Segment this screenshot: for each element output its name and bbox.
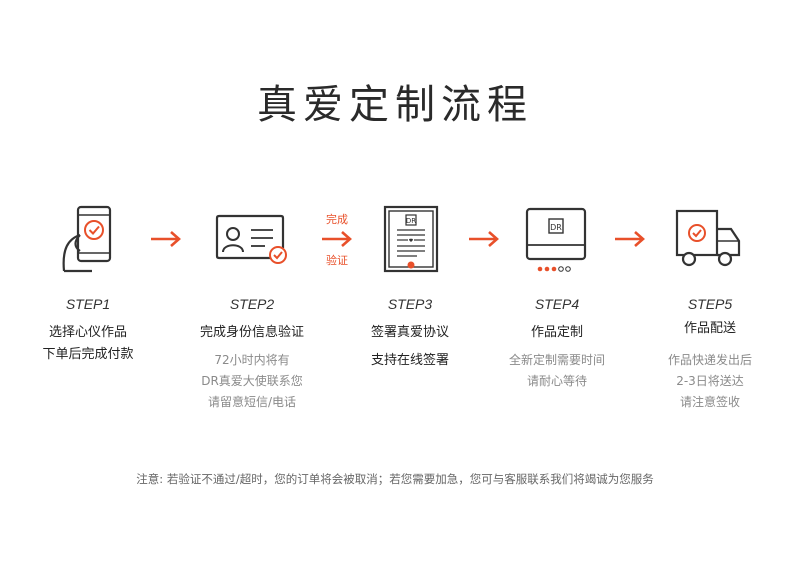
page-title: 真爱定制流程: [257, 82, 533, 128]
footer-note: 注意: 若验证不通过/超时，您的订单将会被取消；若您需要加急，您可与客服联系我们…: [136, 472, 654, 486]
step2-note-line1: 72小时内将有: [214, 353, 290, 367]
step1-description: 选择心仪作品 下单后完成付款: [0, 322, 178, 366]
step5-note-line3: 请注意签收: [679, 395, 740, 409]
id-card-icon: [215, 214, 287, 264]
contract-document-icon: DR: [383, 205, 439, 273]
arrow-right-icon: [322, 231, 352, 247]
step4-note-line1: 全新定制需要时间: [508, 353, 605, 367]
svg-text:DR: DR: [550, 223, 562, 232]
step5-note: 作品快递发出后 2-3日将送达 请注意签收: [620, 350, 790, 413]
step4-description: 作品定制: [530, 325, 583, 340]
step4-note: 全新定制需要时间 请耐心等待: [467, 350, 647, 392]
step1-line1: 选择心仪作品: [48, 325, 127, 340]
step2-description: 完成身份信息验证: [199, 325, 304, 340]
step3-online-sign: 支持在线签署: [370, 353, 449, 368]
step4-note-line2: 请耐心等待: [526, 374, 587, 388]
step4-label: STEP4: [534, 296, 580, 312]
step3-label: STEP3: [387, 296, 433, 312]
arrow-right-icon: [469, 231, 499, 247]
arrow-label-top: 完成: [326, 213, 348, 226]
custom-making-screen-icon: DR: [525, 207, 587, 272]
step2-note: 72小时内将有 DR真爱大使联系您 请留意短信/电话: [162, 350, 342, 413]
arrow-right-icon: [151, 231, 181, 247]
arrow-label-bottom: 验证: [326, 254, 348, 267]
step5-description: 作品配送: [683, 321, 736, 336]
step1-label: STEP1: [65, 296, 111, 312]
step5-note-line2: 2-3日将送达: [676, 374, 744, 388]
phone-hand-icon: [62, 205, 112, 273]
delivery-truck-icon: [675, 209, 741, 267]
step2-label: STEP2: [229, 296, 275, 312]
svg-text:DR: DR: [406, 217, 416, 225]
step2-note-line2: DR真爱大使联系您: [201, 374, 303, 388]
step2-note-line3: 请留意短信/电话: [207, 395, 297, 409]
step1-line2: 下单后完成付款: [42, 347, 134, 362]
step3-description: 签署真爱协议: [370, 325, 449, 340]
arrow-right-icon: [615, 231, 645, 247]
step5-label: STEP5: [687, 296, 733, 312]
step5-note-line1: 作品快递发出后: [667, 353, 752, 367]
